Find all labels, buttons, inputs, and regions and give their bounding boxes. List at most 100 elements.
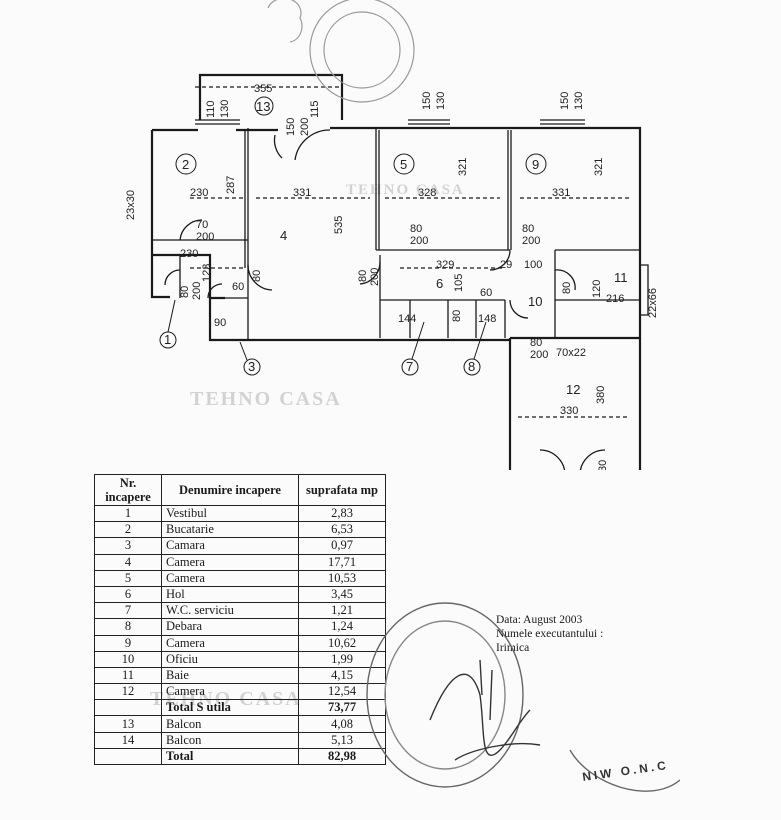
cell-nr: 12 xyxy=(94,683,162,701)
room-number: 2 xyxy=(182,157,189,172)
dimension-label: 150 xyxy=(560,469,578,470)
column-header: Denumire incapere xyxy=(161,474,299,506)
dimension-label: 22x66 xyxy=(647,288,659,318)
dimension-label: 70x22 xyxy=(556,347,586,359)
dimension-label: 148 xyxy=(478,313,496,325)
column-header: suprafata mp xyxy=(298,474,386,506)
executant-label: Numele executantului : xyxy=(496,628,604,640)
cell-area: 82,98 xyxy=(298,747,386,766)
dimension-label: 230 xyxy=(190,187,208,199)
cell-nr: 9 xyxy=(94,634,162,652)
cell-area: 4,15 xyxy=(298,666,386,685)
watermark: TEHNO CASA xyxy=(190,388,342,410)
dimension-label: 123 xyxy=(201,264,213,282)
cell-name: Debara xyxy=(161,618,299,636)
cell-nr: 11 xyxy=(94,666,162,685)
room-number: 4 xyxy=(280,228,287,243)
room-number: 7 xyxy=(406,359,413,374)
dimension-label: 144 xyxy=(398,313,416,325)
cell-area: 10,53 xyxy=(298,569,386,587)
watermark: TEHNO CASA xyxy=(346,182,465,198)
dimension-label: 331 xyxy=(552,187,570,199)
dimension-label: 330 xyxy=(560,405,578,417)
dimension-label: 200 xyxy=(410,235,428,247)
dimension-label: 80 xyxy=(179,286,191,298)
cell-nr: 13 xyxy=(94,715,162,733)
cell-name: Camera xyxy=(161,634,299,652)
cell-name: Camera xyxy=(161,553,299,571)
dimension-label: 328 xyxy=(418,187,436,199)
cell-nr: 5 xyxy=(94,569,162,587)
cell-name: Camera xyxy=(161,683,299,701)
cell-nr: 4 xyxy=(94,553,162,571)
cell-nr: 8 xyxy=(94,618,162,636)
dimension-label: 200 xyxy=(299,118,311,136)
cell-area: 6,53 xyxy=(298,521,386,539)
dimension-label: 60 xyxy=(232,281,244,293)
dimension-label: 100 xyxy=(524,259,542,271)
cell-area: 3,45 xyxy=(298,585,386,604)
dimension-label: 200 xyxy=(522,235,540,247)
dimension-label: 200 xyxy=(196,231,214,243)
cell-name: Oficiu xyxy=(161,650,299,668)
cell-nr: 2 xyxy=(94,521,162,539)
cell-name: Bucatarie xyxy=(161,521,299,539)
cell-nr xyxy=(94,699,162,717)
room-number: 10 xyxy=(528,294,542,309)
dimension-label: 60 xyxy=(480,287,492,299)
cell-name: Baie xyxy=(161,666,299,685)
dimension-label: 115 xyxy=(309,100,321,118)
dimension-label: 150 xyxy=(421,92,433,110)
dimension-label: 321 xyxy=(593,158,605,176)
cell-nr xyxy=(94,747,162,766)
cell-name: W.C. serviciu xyxy=(161,602,299,620)
dimension-label: 80 xyxy=(357,270,369,282)
stamp-signature xyxy=(366,602,680,792)
cell-nr: 14 xyxy=(94,731,162,749)
cell-area: 0,97 xyxy=(298,537,386,555)
cell-name: Vestibul xyxy=(161,504,299,523)
cell-nr: 3 xyxy=(94,537,162,555)
dimension-label: 150 xyxy=(559,92,571,110)
cell-nr: 10 xyxy=(94,650,162,668)
cell-name: Camara xyxy=(161,537,299,555)
room-number: 5 xyxy=(400,157,407,172)
dimension-label: 331 xyxy=(293,187,311,199)
dimension-label: 80 xyxy=(451,310,463,322)
dimension-label: 80 xyxy=(410,223,422,235)
dimension-label: 216 xyxy=(606,293,624,305)
dimension-label: 23x30 xyxy=(125,190,137,220)
dimension-label: 105 xyxy=(453,274,465,292)
room-number: 1 xyxy=(164,332,171,347)
cell-nr: 6 xyxy=(94,585,162,604)
dimension-label: 90 xyxy=(214,317,226,329)
dimension-label: 130 xyxy=(573,92,585,110)
cell-nr: 1 xyxy=(94,504,162,523)
room-number: 6 xyxy=(436,276,443,291)
dimension-label: 287 xyxy=(225,176,237,194)
room-number: 12 xyxy=(566,382,580,397)
room-number: 8 xyxy=(468,359,475,374)
column-header: Nr. incapere xyxy=(94,474,162,506)
cell-area: 1,24 xyxy=(298,618,386,636)
table-header-row: Nr. incapere Denumire incapere suprafata… xyxy=(94,474,386,506)
floor-plan: 1 2 3 4 5 6 7 8 9 10 11 12 13 14 355 110… xyxy=(125,0,659,470)
room-table: Nr. incapere Denumire incapere suprafata… xyxy=(94,474,386,766)
cell-name: Hol xyxy=(161,585,299,604)
date-label: Data: August 2003 xyxy=(496,614,583,626)
dimension-label: 80 xyxy=(561,282,573,294)
cell-name: Total xyxy=(161,747,299,766)
dimension-label: 29 xyxy=(500,259,512,271)
